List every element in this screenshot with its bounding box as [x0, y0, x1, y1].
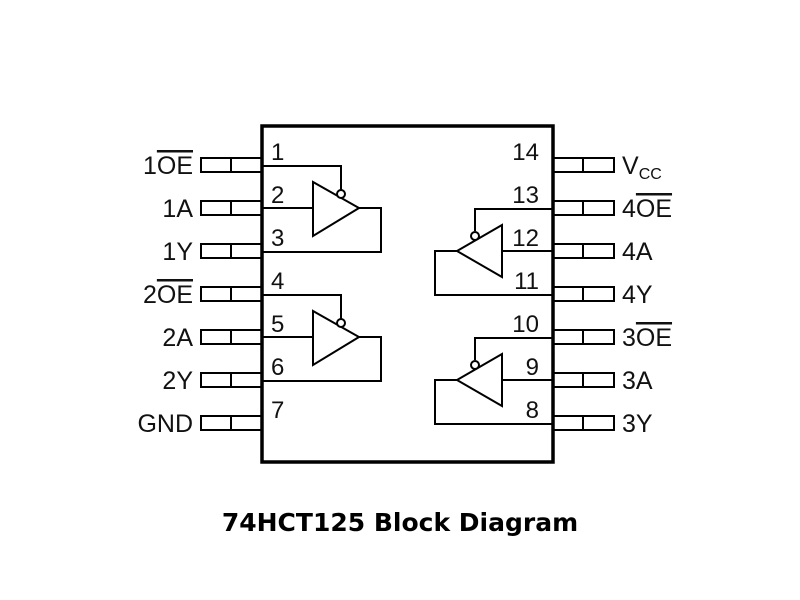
pin-signal-label: 4A — [622, 238, 653, 266]
pin-8: 3Y 8 — [526, 397, 653, 438]
pin-label-prefix: 4 — [622, 195, 636, 223]
pin-label-prefix: 3 — [622, 324, 636, 352]
pin-signal-label: 1A — [162, 195, 193, 223]
pin-label-name: OE — [157, 281, 193, 309]
buffer-3 — [434, 337, 553, 425]
pin-number: 3 — [271, 225, 284, 252]
output-wire — [262, 336, 382, 382]
pin-label-prefix: 2 — [162, 324, 176, 352]
pin-6: 2Y 6 — [162, 354, 284, 395]
enable-wire — [262, 165, 342, 190]
pin-7: GND 7 — [137, 397, 284, 438]
pin-signal-label: 2Y — [162, 367, 193, 395]
pin-11: 4Y 11 — [514, 268, 653, 309]
enable-wire — [262, 294, 342, 319]
pin-signal-label: 3Y — [622, 410, 653, 438]
chip-package-outline — [260, 124, 555, 464]
output-wire — [262, 207, 382, 253]
pin-label-prefix: 2 — [162, 367, 176, 395]
pin-signal-label: 1OE — [143, 152, 193, 180]
pin-label-name: A — [176, 195, 193, 223]
output-wire — [434, 379, 553, 425]
pin-label-prefix: 4 — [622, 281, 636, 309]
pin-14: VCC 14 — [512, 139, 662, 183]
diagram-title: 74HCT125 Block Diagram — [221, 508, 579, 537]
pin-label-name: Y — [636, 410, 653, 438]
pin-signal-label: 4Y — [622, 281, 653, 309]
pin-12: 4A 12 — [512, 225, 653, 266]
pin-label-name: OE — [636, 195, 672, 223]
pin-2: 1A 2 — [162, 182, 284, 223]
pin-label-prefix: 3 — [622, 367, 636, 395]
pin-label-name: OE — [157, 152, 193, 180]
pin-label-prefix: 2 — [143, 281, 157, 309]
buffer-triangle-icon — [312, 309, 361, 367]
pin-label-prefix: 3 — [622, 410, 636, 438]
pin-number: 14 — [512, 139, 539, 166]
pin-number: 5 — [271, 311, 284, 338]
pin-number: 9 — [526, 354, 539, 381]
pin-13: 4OE 13 — [512, 182, 672, 223]
pin-number: 2 — [271, 182, 284, 209]
pin-9: 3A 9 — [526, 354, 653, 395]
buffers — [262, 165, 553, 425]
pin-number: 12 — [512, 225, 539, 252]
pin-signal-label: 1Y — [162, 238, 193, 266]
pin-3: 1Y 3 — [162, 225, 284, 266]
pin-number: 6 — [271, 354, 284, 381]
inverting-enable-bubble-icon — [470, 231, 480, 241]
pin-number: 11 — [514, 268, 539, 295]
enable-wire — [474, 337, 553, 360]
pin-label-name: A — [636, 238, 653, 266]
pin-signal-label: VCC — [622, 152, 662, 183]
inverting-enable-bubble-icon — [336, 318, 346, 328]
pin-label-name: A — [176, 324, 193, 352]
pin-label-name: V — [622, 152, 639, 180]
pin-label-subscript: CC — [639, 166, 662, 183]
buffer-2 — [262, 294, 382, 382]
pin-label-name: Y — [176, 367, 193, 395]
pin-label-name: OE — [636, 324, 672, 352]
pin-number: 13 — [512, 182, 539, 209]
inverting-enable-bubble-icon — [470, 360, 480, 370]
pin-signal-label: 4OE — [622, 195, 672, 223]
pin-5: 2A 5 — [162, 311, 284, 352]
pin-signal-label: 2OE — [143, 281, 193, 309]
buffer-4 — [434, 208, 553, 296]
buffer-triangle-icon — [312, 180, 361, 238]
pin-signal-label: GND — [137, 410, 193, 438]
pin-label-prefix: 1 — [143, 152, 157, 180]
output-wire — [434, 250, 553, 296]
pin-label-prefix: 1 — [162, 238, 176, 266]
pin-10: 3OE 10 — [512, 311, 672, 352]
pin-number: 7 — [271, 397, 284, 424]
pin-label-name: GND — [137, 410, 193, 438]
pin-label-prefix: 4 — [622, 238, 636, 266]
pin-label-name: Y — [176, 238, 193, 266]
buffer-triangle-icon — [455, 352, 503, 408]
pin-number: 4 — [271, 268, 284, 295]
enable-wire — [474, 208, 553, 231]
pin-number: 8 — [526, 397, 539, 424]
pin-signal-label: 2A — [162, 324, 193, 352]
pin-label-name: Y — [636, 281, 653, 309]
buffer-triangle-icon — [455, 223, 503, 279]
pin-number: 1 — [271, 139, 284, 166]
inverting-enable-bubble-icon — [336, 189, 346, 199]
pin-label-name: A — [636, 367, 653, 395]
pin-signal-label: 3OE — [622, 324, 672, 352]
buffer-1 — [262, 165, 382, 253]
pin-signal-label: 3A — [622, 367, 653, 395]
pin-label-prefix: 1 — [162, 195, 176, 223]
pin-number: 10 — [512, 311, 539, 338]
